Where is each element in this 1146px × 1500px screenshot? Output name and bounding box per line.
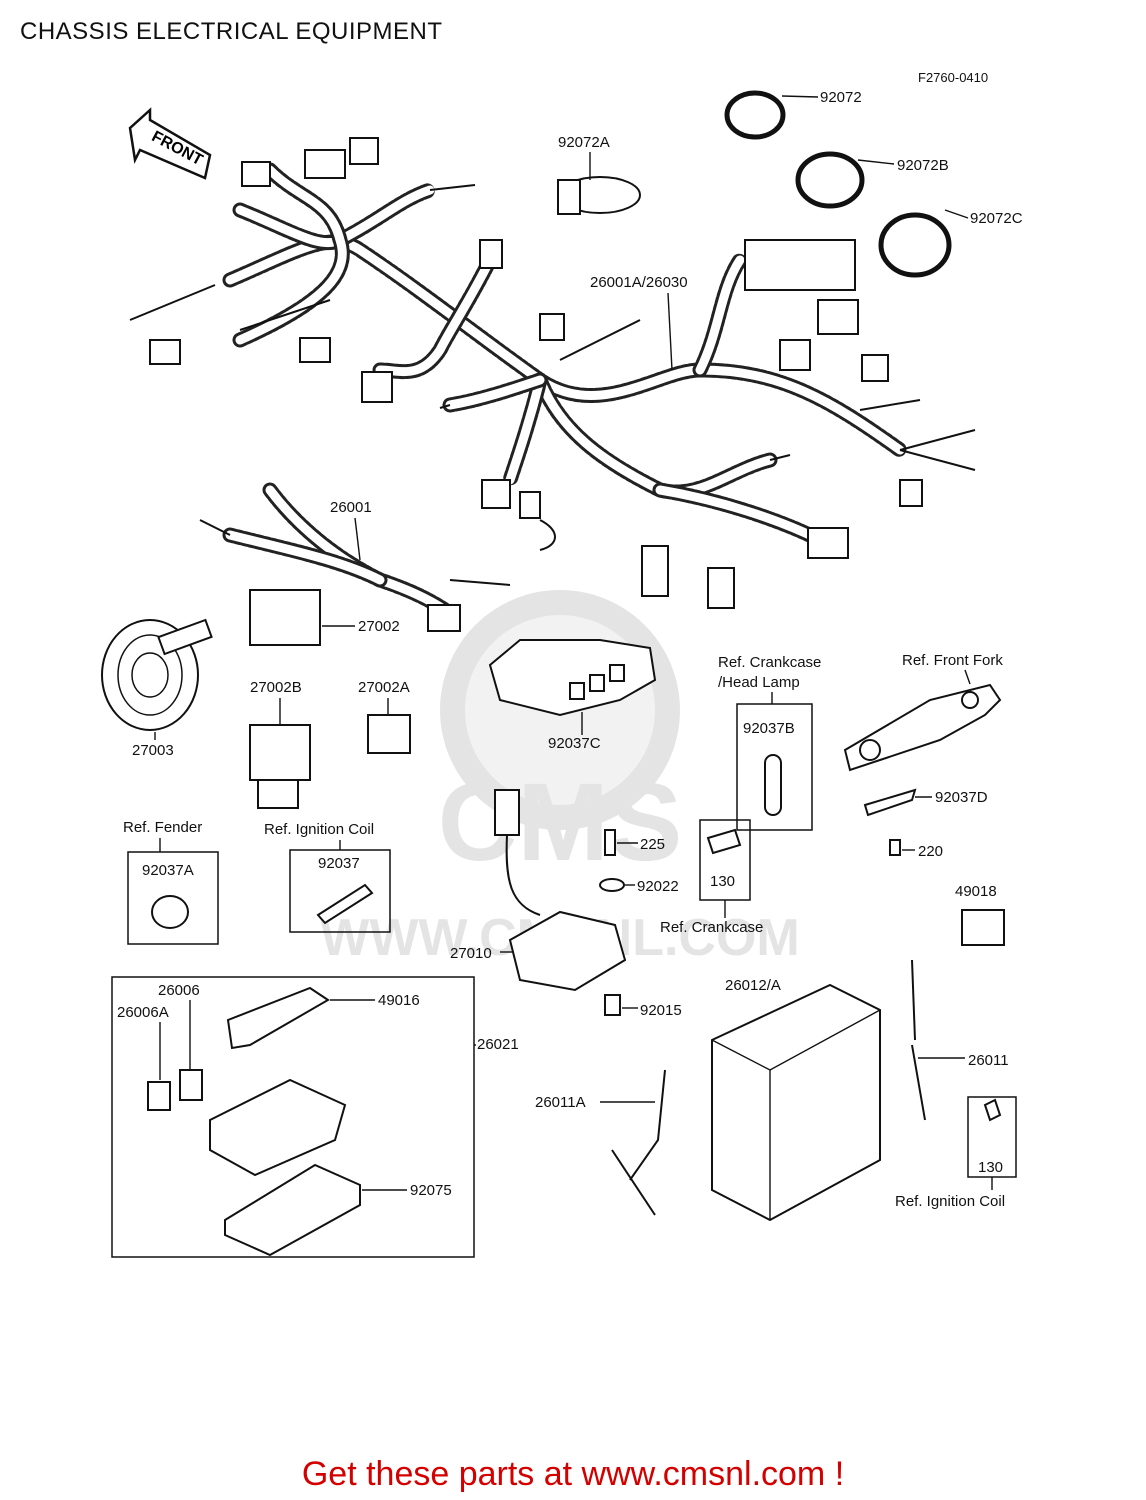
label-92037C: 92037C — [548, 735, 601, 752]
cable-26011 — [911, 959, 926, 1121]
label-26001A-26030: 26001A/26030 — [590, 274, 688, 291]
label-92072C: 92072C — [970, 210, 1023, 227]
figure-code: F2760-0410 — [918, 70, 988, 85]
relay-27002B — [249, 724, 311, 809]
washer-92022 — [599, 878, 625, 892]
label-49016: 49016 — [378, 992, 420, 1009]
band-92072C — [878, 212, 952, 278]
label-27002: 27002 — [358, 618, 400, 635]
battery-26012A — [711, 983, 881, 1222]
regulator-27010 — [494, 789, 627, 992]
front-arrow: FRONT — [128, 107, 212, 180]
relay-27002 — [249, 589, 321, 646]
label-26001: 26001 — [330, 499, 372, 516]
band-92072 — [724, 90, 786, 140]
cover-92075 — [224, 1163, 361, 1257]
label-92037D: 92037D — [935, 789, 988, 806]
label-26012A: 26012/A — [725, 977, 781, 994]
label-26011A: 26011A — [535, 1094, 586, 1111]
fuse-26006 — [179, 1069, 203, 1101]
box-92037 — [289, 849, 391, 933]
label-27003: 27003 — [132, 742, 174, 759]
fuse-26006A — [147, 1081, 171, 1111]
bolt-225 — [604, 829, 616, 856]
cable-26011A — [611, 1069, 666, 1216]
label-26006A: 26006A — [117, 1004, 169, 1021]
main-harness — [129, 137, 976, 609]
band-92072A — [557, 176, 641, 215]
cover-49016 — [226, 986, 330, 1050]
label-225: 225 — [640, 836, 665, 853]
label-92072A: 92072A — [558, 134, 610, 151]
label-ref-ignition-coil-top: Ref. Ignition Coil — [264, 821, 374, 838]
clamp-92037A — [151, 895, 189, 929]
nut-92015 — [604, 994, 621, 1016]
box-92037A — [127, 851, 219, 945]
label-ref-crankcase-head-lamp-1: Ref. Crankcase — [718, 654, 821, 671]
label-49018: 49018 — [955, 883, 997, 900]
sub-harness-26001 — [199, 482, 511, 632]
promo-banner[interactable]: Get these parts at www.cmsnl.com ! — [301, 1455, 845, 1493]
bolt-130-bottom — [983, 1098, 1002, 1122]
clamp-92037 — [316, 883, 374, 925]
label-130-top: 130 — [710, 873, 735, 890]
clamp-92037B — [764, 754, 782, 816]
label-92022: 92022 — [637, 878, 679, 895]
label-92075: 92075 — [410, 1182, 452, 1199]
label-92037: 92037 — [318, 855, 360, 872]
page-title: CHASSIS ELECTRICAL EQUIPMENT — [20, 18, 443, 45]
part-49018 — [961, 909, 1005, 946]
label-92037A: 92037A — [142, 862, 194, 879]
label-27002A: 27002A — [358, 679, 410, 696]
label-ref-front-fork: Ref. Front Fork — [902, 652, 1003, 669]
front-fork-bracket — [843, 683, 1002, 817]
svg-text:CMS: CMS — [438, 761, 682, 884]
label-220: 220 — [918, 843, 943, 860]
box-92037B — [736, 703, 813, 831]
part-27002A — [367, 714, 411, 754]
label-ref-crankcase: Ref. Crankcase — [660, 919, 763, 936]
bolt-130-top — [706, 828, 742, 855]
label-ref-crankcase-head-lamp-2: /Head Lamp — [718, 674, 800, 691]
fuse-box — [209, 1078, 347, 1177]
label-27010: 27010 — [450, 945, 492, 962]
label-130-bottom: 130 — [978, 1159, 1003, 1176]
label-ref-ignition-coil-bottom: Ref. Ignition Coil — [895, 1193, 1005, 1210]
bolt-220 — [889, 839, 901, 856]
box-26021 — [111, 976, 475, 1258]
label-26021: 26021 — [477, 1036, 519, 1053]
label-92037B: 92037B — [743, 720, 795, 737]
label-26006: 26006 — [158, 982, 200, 999]
label-26011: 26011 — [968, 1052, 1009, 1069]
label-27002B: 27002B — [250, 679, 302, 696]
label-92072B: 92072B — [897, 157, 949, 174]
label-92015: 92015 — [640, 1002, 682, 1019]
label-ref-fender: Ref. Fender — [123, 819, 202, 836]
holder-92037C — [488, 639, 657, 717]
horn-27003 — [101, 618, 213, 731]
label-92072: 92072 — [820, 89, 862, 106]
band-92072B — [795, 151, 865, 209]
